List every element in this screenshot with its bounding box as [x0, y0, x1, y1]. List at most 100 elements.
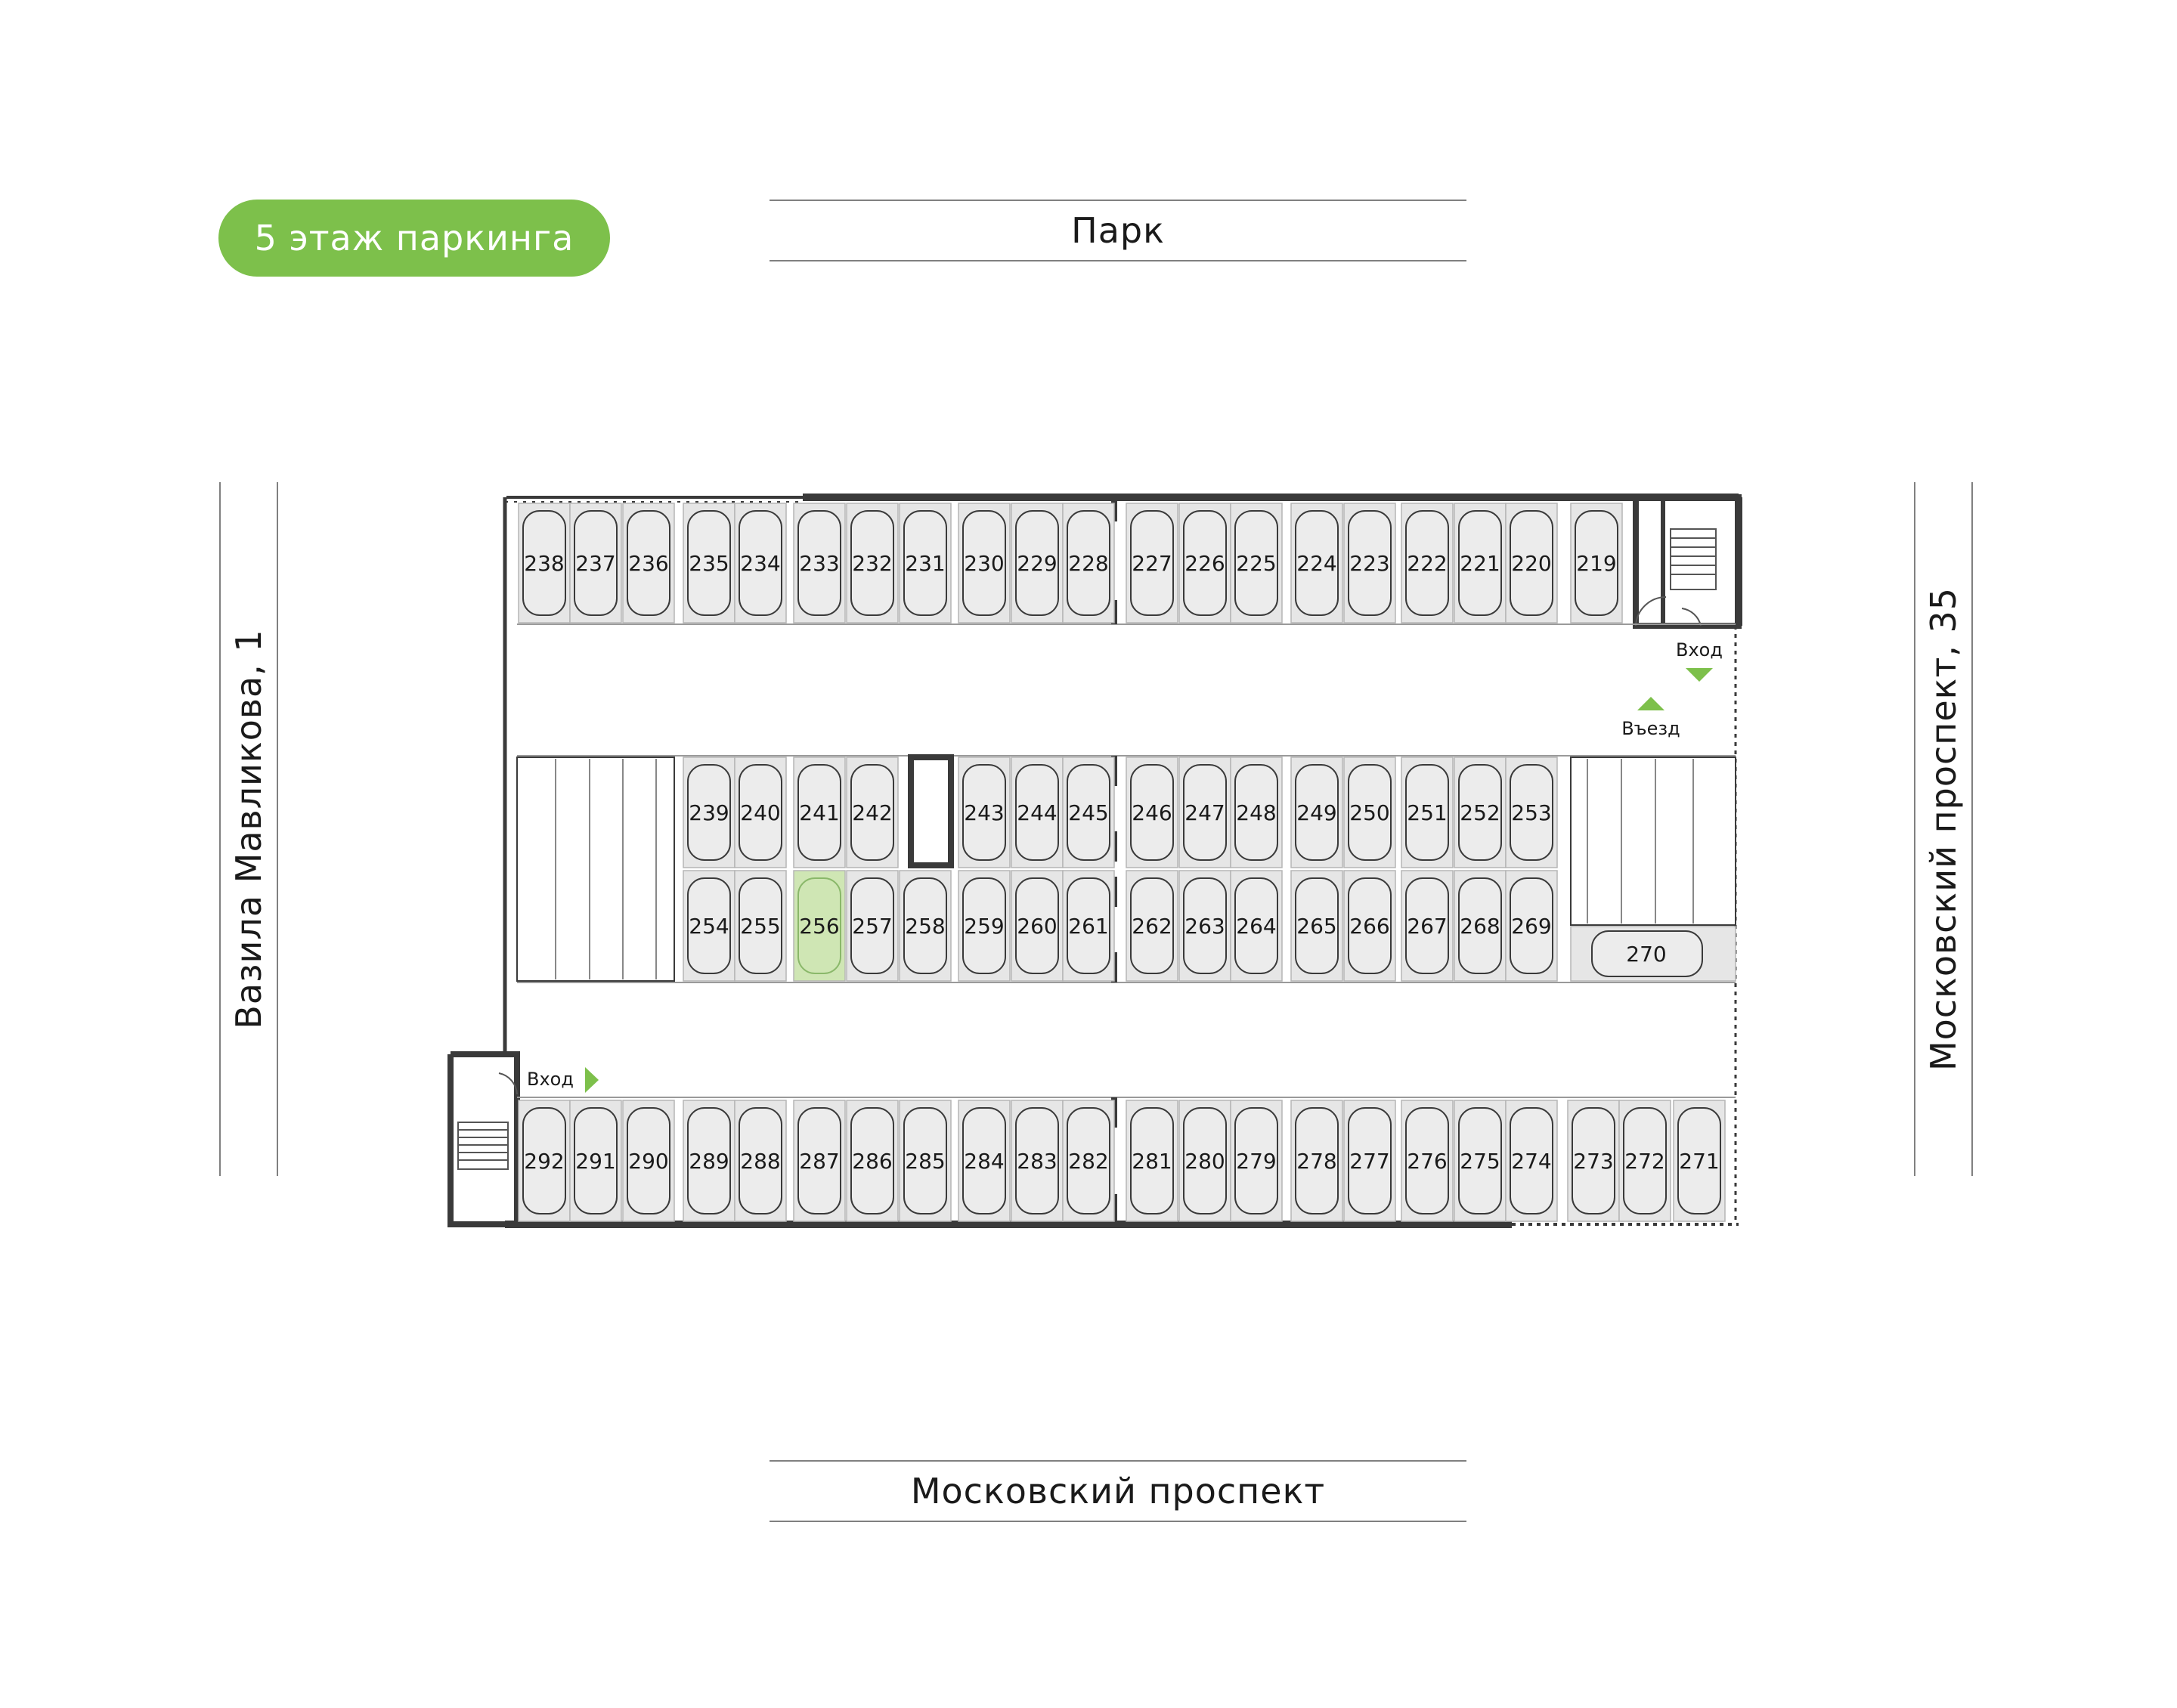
parking-spot-274[interactable]: 274	[1505, 1100, 1558, 1222]
parking-spot-255[interactable]: 255	[734, 870, 787, 982]
parking-spot-235[interactable]: 235	[683, 503, 735, 623]
parking-spot-246[interactable]: 246	[1126, 757, 1178, 868]
parking-spot-253[interactable]: 253	[1505, 757, 1558, 868]
parking-spot-256[interactable]: 256	[793, 870, 846, 982]
parking-spot-278[interactable]: 278	[1290, 1100, 1343, 1222]
parking-spot-243[interactable]: 243	[958, 757, 1011, 868]
parking-spot-number: 280	[1184, 1149, 1225, 1174]
parking-spot-238[interactable]: 238	[518, 503, 571, 623]
parking-spot-number: 285	[905, 1149, 945, 1174]
parking-spot-271[interactable]: 271	[1673, 1100, 1726, 1222]
parking-spot-number: 262	[1132, 914, 1172, 939]
parking-spot-281[interactable]: 281	[1126, 1100, 1178, 1222]
parking-spot-254[interactable]: 254	[683, 870, 735, 982]
parking-spot-number: 283	[1017, 1149, 1057, 1174]
parking-spot-276[interactable]: 276	[1401, 1100, 1454, 1222]
driveway-marker: Въезд	[1621, 697, 1680, 739]
parking-spot-264[interactable]: 264	[1230, 870, 1283, 982]
arrow-up-icon	[1637, 697, 1664, 710]
parking-spot-272[interactable]: 272	[1618, 1100, 1671, 1222]
parking-spot-289[interactable]: 289	[683, 1100, 735, 1222]
parking-spot-288[interactable]: 288	[734, 1100, 787, 1222]
parking-spot-292[interactable]: 292	[518, 1100, 571, 1222]
parking-spot-number: 233	[799, 551, 839, 576]
parking-spot-229[interactable]: 229	[1011, 503, 1064, 623]
parking-spot-number: 241	[799, 800, 839, 825]
ramp-left	[516, 757, 675, 982]
parking-spot-290[interactable]: 290	[622, 1100, 675, 1222]
parking-spot-268[interactable]: 268	[1454, 870, 1507, 982]
parking-spot-270[interactable]: 270	[1570, 926, 1736, 982]
parking-spot-number: 222	[1407, 551, 1447, 576]
parking-spot-242[interactable]: 242	[846, 757, 899, 868]
parking-spot-number: 230	[964, 551, 1004, 576]
parking-spot-282[interactable]: 282	[1062, 1100, 1115, 1222]
parking-spot-275[interactable]: 275	[1454, 1100, 1507, 1222]
parking-spot-291[interactable]: 291	[569, 1100, 622, 1222]
parking-spot-279[interactable]: 279	[1230, 1100, 1283, 1222]
parking-spot-228[interactable]: 228	[1062, 503, 1115, 623]
parking-spot-227[interactable]: 227	[1126, 503, 1178, 623]
parking-spot-225[interactable]: 225	[1230, 503, 1283, 623]
parking-spot-number: 224	[1296, 551, 1336, 576]
parking-spot-230[interactable]: 230	[958, 503, 1011, 623]
parking-spot-number: 272	[1624, 1149, 1664, 1174]
parking-spot-240[interactable]: 240	[734, 757, 787, 868]
parking-spot-247[interactable]: 247	[1178, 757, 1231, 868]
parking-spot-269[interactable]: 269	[1505, 870, 1558, 982]
parking-spot-284[interactable]: 284	[958, 1100, 1011, 1222]
parking-spot-265[interactable]: 265	[1290, 870, 1343, 982]
parking-spot-250[interactable]: 250	[1343, 757, 1396, 868]
parking-spot-223[interactable]: 223	[1343, 503, 1396, 623]
parking-spot-266[interactable]: 266	[1343, 870, 1396, 982]
parking-spot-280[interactable]: 280	[1178, 1100, 1231, 1222]
parking-spot-267[interactable]: 267	[1401, 870, 1454, 982]
parking-spot-number: 255	[740, 914, 780, 939]
parking-spot-number: 256	[799, 914, 839, 939]
parking-spot-252[interactable]: 252	[1454, 757, 1507, 868]
parking-spot-237[interactable]: 237	[569, 503, 622, 623]
parking-spot-287[interactable]: 287	[793, 1100, 846, 1222]
parking-spot-233[interactable]: 233	[793, 503, 846, 623]
parking-spot-258[interactable]: 258	[899, 870, 952, 982]
parking-spot-245[interactable]: 245	[1062, 757, 1115, 868]
parking-spot-232[interactable]: 232	[846, 503, 899, 623]
parking-spot-219[interactable]: 219	[1570, 503, 1623, 623]
parking-spot-241[interactable]: 241	[793, 757, 846, 868]
parking-spot-number: 278	[1296, 1149, 1336, 1174]
parking-spot-257[interactable]: 257	[846, 870, 899, 982]
parking-spot-number: 253	[1511, 800, 1551, 825]
ramp-right	[1570, 757, 1736, 926]
parking-spot-261[interactable]: 261	[1062, 870, 1115, 982]
parking-spot-286[interactable]: 286	[846, 1100, 899, 1222]
parking-spot-248[interactable]: 248	[1230, 757, 1283, 868]
parking-spot-251[interactable]: 251	[1401, 757, 1454, 868]
parking-spot-273[interactable]: 273	[1567, 1100, 1620, 1222]
parking-spot-231[interactable]: 231	[899, 503, 952, 623]
parking-spot-262[interactable]: 262	[1126, 870, 1178, 982]
parking-spot-285[interactable]: 285	[899, 1100, 952, 1222]
parking-spot-239[interactable]: 239	[683, 757, 735, 868]
parking-spot-260[interactable]: 260	[1011, 870, 1064, 982]
parking-spot-number: 276	[1407, 1149, 1447, 1174]
parking-spot-277[interactable]: 277	[1343, 1100, 1396, 1222]
parking-spot-283[interactable]: 283	[1011, 1100, 1064, 1222]
parking-spot-234[interactable]: 234	[734, 503, 787, 623]
parking-spot-226[interactable]: 226	[1178, 503, 1231, 623]
parking-spot-263[interactable]: 263	[1178, 870, 1231, 982]
parking-spot-244[interactable]: 244	[1011, 757, 1064, 868]
driveway-label: Въезд	[1621, 718, 1680, 739]
parking-spot-220[interactable]: 220	[1505, 503, 1558, 623]
parking-spot-number: 266	[1349, 914, 1389, 939]
parking-spot-249[interactable]: 249	[1290, 757, 1343, 868]
parking-spot-number: 237	[575, 551, 615, 576]
parking-spot-221[interactable]: 221	[1454, 503, 1507, 623]
parking-spot-number: 282	[1068, 1149, 1108, 1174]
parking-spot-224[interactable]: 224	[1290, 503, 1343, 623]
parking-spot-236[interactable]: 236	[622, 503, 675, 623]
floor-badge: 5 этаж паркинга	[218, 200, 610, 277]
parking-spot-222[interactable]: 222	[1401, 503, 1454, 623]
lane-borders	[517, 623, 1736, 1098]
parking-spot-259[interactable]: 259	[958, 870, 1011, 982]
